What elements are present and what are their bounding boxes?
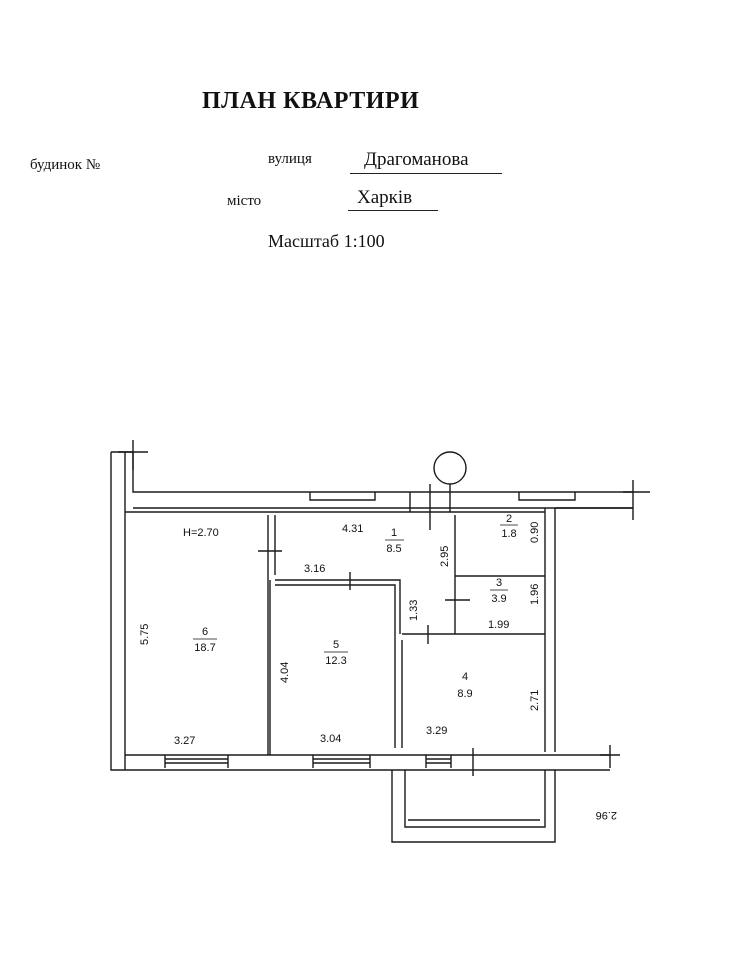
city-value: Харків	[357, 187, 413, 208]
dim-hall-width: 4.31	[342, 523, 363, 535]
entrance-marker	[433, 451, 467, 485]
dim-bath-depth: 1.96	[529, 584, 541, 605]
dim-room5-width: 3.04	[320, 733, 341, 745]
dim-wc-depth: 0.90	[529, 522, 541, 543]
room-6-number: 6	[202, 626, 208, 638]
room-4-number: 4	[462, 671, 468, 683]
city-underline	[348, 210, 438, 211]
ceiling-height: H=2.70	[183, 527, 219, 539]
room-6-area: 18.7	[194, 642, 215, 654]
outer-wall-line	[110, 452, 392, 771]
room-2-area: 1.8	[501, 528, 516, 540]
scale-label: Масштаб 1:100	[268, 231, 385, 251]
room-3-number: 3	[496, 577, 502, 589]
room-3-area: 3.9	[491, 593, 506, 605]
dim-kitchen-width: 3.29	[426, 725, 447, 737]
dimension-labels: 4.31 3.16 2.95 1.33 0.90 1.96 1.99 2.71 …	[139, 522, 617, 821]
city-label: місто	[227, 193, 262, 209]
room-5-area: 12.3	[325, 655, 346, 667]
dim-hall-inner: 3.16	[304, 563, 325, 575]
dim-hall-passage: 1.33	[408, 600, 420, 621]
dim-room5-depth: 4.04	[279, 662, 291, 683]
street-underline	[350, 173, 502, 174]
room-1-area: 8.5	[386, 543, 401, 555]
room-5-number: 5	[333, 639, 339, 651]
house-label: будинок №	[30, 157, 101, 173]
street-label: вулиця	[268, 151, 312, 167]
dim-room6-depth: 5.75	[139, 624, 151, 645]
street-value: Драгоманова	[364, 149, 469, 170]
room-4-area: 8.9	[457, 688, 472, 700]
dim-bath-width: 1.99	[488, 619, 509, 631]
balcony-outline	[391, 770, 556, 843]
dim-hall-depth: 2.95	[439, 546, 451, 567]
page-title: ПЛАН КВАРТИРИ	[202, 88, 420, 114]
dim-balcony-length: 2.96	[596, 809, 617, 821]
room-labels: H=2.70 1 8.5 2 1.8 3 3.9 4 8.9 5 12.3 6 …	[183, 513, 518, 700]
dim-room6-width: 3.27	[174, 735, 195, 747]
dim-kitchen-depth: 2.71	[529, 690, 541, 711]
room-1-number: 1	[391, 527, 397, 539]
room-2-number: 2	[506, 513, 512, 525]
